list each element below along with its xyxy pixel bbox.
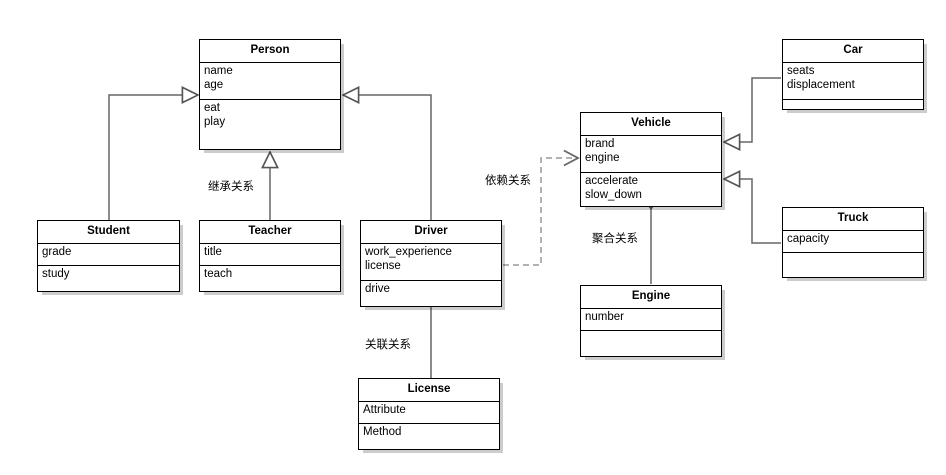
edge-student-person: [108, 95, 198, 220]
class-methods-car: [783, 98, 923, 113]
class-method: drive: [365, 282, 390, 295]
edge-driver-vehicle: [503, 149, 580, 266]
class-box-car[interactable]: Car seats displacement: [782, 39, 924, 110]
class-attributes-student: grade: [38, 244, 179, 265]
class-attributes-car: seats displacement: [783, 63, 923, 99]
class-box-license[interactable]: License Attribute Method: [358, 378, 500, 450]
class-attribute: work_experience: [365, 245, 452, 258]
class-title-student: Student: [38, 221, 179, 244]
class-method: slow_down: [585, 189, 642, 201]
class-attribute: capacity: [787, 232, 830, 245]
class-box-person[interactable]: Person name age eat play: [199, 39, 341, 150]
class-attribute: displacement: [787, 79, 855, 91]
class-methods-student: study: [38, 264, 179, 284]
class-title-engine: Engine: [581, 286, 721, 309]
class-attribute: seats: [787, 64, 815, 77]
class-box-student[interactable]: Student grade study: [37, 220, 180, 292]
class-attributes-teacher: title: [200, 244, 340, 265]
class-attribute: grade: [42, 245, 72, 258]
edge-driver-person: [343, 95, 432, 220]
class-method: Method: [363, 425, 402, 438]
class-title-teacher: Teacher: [200, 221, 340, 244]
class-attributes-engine: number: [581, 309, 721, 330]
class-methods-teacher: teach: [200, 264, 340, 284]
class-attribute: age: [204, 79, 224, 91]
class-attributes-driver: work_experience license: [361, 244, 501, 280]
class-attributes-person: name age: [200, 63, 340, 99]
class-title-license: License: [359, 379, 499, 402]
class-method: eat: [204, 101, 220, 114]
class-box-engine[interactable]: Engine number: [580, 285, 722, 357]
class-title-vehicle: Vehicle: [581, 113, 721, 136]
edge-label-aggregation: 聚合关系: [592, 233, 638, 245]
class-attribute: title: [204, 245, 222, 258]
class-attribute: Attribute: [363, 403, 406, 416]
class-box-teacher[interactable]: Teacher title teach: [199, 220, 341, 292]
class-methods-engine: [581, 329, 721, 344]
edge-car-vehicle: [724, 77, 781, 142]
class-attribute: engine: [585, 152, 620, 164]
class-title-driver: Driver: [361, 221, 501, 244]
class-title-car: Car: [783, 40, 923, 63]
class-box-truck[interactable]: Truck capacity: [782, 207, 924, 278]
class-method: accelerate: [585, 174, 639, 187]
edge-truck-vehicle: [724, 179, 781, 244]
class-methods-vehicle: accelerate slow_down: [581, 171, 721, 205]
class-method: play: [204, 116, 226, 128]
class-box-driver[interactable]: Driver work_experience license drive: [360, 220, 502, 307]
class-methods-license: Method: [359, 422, 499, 442]
class-title-person: Person: [200, 40, 340, 63]
edge-label-inheritance: 继承关系: [208, 181, 254, 193]
class-method: teach: [204, 267, 233, 280]
class-attributes-license: Attribute: [359, 402, 499, 423]
class-method: study: [42, 267, 70, 280]
class-box-vehicle[interactable]: Vehicle brand engine accelerate slow_dow…: [580, 112, 722, 207]
class-methods-truck: [783, 251, 923, 266]
class-attribute: license: [365, 260, 401, 272]
class-title-truck: Truck: [783, 208, 923, 231]
class-attribute: brand: [585, 137, 615, 150]
class-methods-driver: drive: [361, 279, 501, 299]
edge-label-association: 关联关系: [365, 339, 411, 351]
class-attribute: name: [204, 64, 233, 77]
class-attributes-truck: capacity: [783, 231, 923, 252]
edge-label-dependency: 依赖关系: [485, 175, 531, 187]
class-attributes-vehicle: brand engine: [581, 136, 721, 172]
class-attribute: number: [585, 310, 624, 323]
class-methods-person: eat play: [200, 98, 340, 132]
